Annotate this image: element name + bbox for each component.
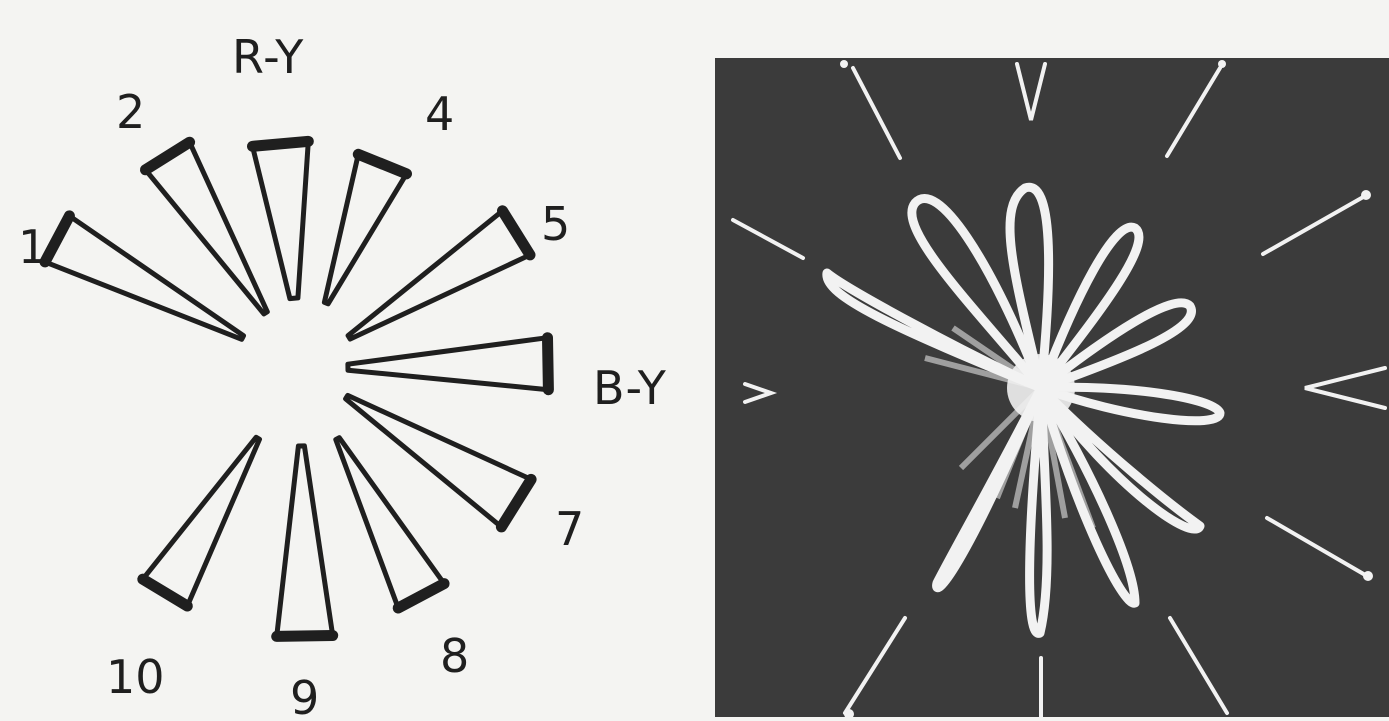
label-r-y: R-Y xyxy=(232,30,304,84)
wedge-edge-8 xyxy=(398,584,444,608)
label-number-4: 4 xyxy=(425,87,454,141)
label-number-9: 9 xyxy=(290,671,319,717)
graticule-mark xyxy=(1170,618,1227,713)
vectorscope-photo xyxy=(715,58,1389,717)
graticule-mark xyxy=(845,618,905,713)
wedge-edge-2 xyxy=(146,142,190,170)
label-number-1: 1 xyxy=(18,220,47,274)
label-number-7: 7 xyxy=(555,502,584,556)
r-y-target-mark xyxy=(1017,64,1045,120)
wedge-9 xyxy=(277,446,333,637)
label-number-2: 2 xyxy=(116,85,145,139)
b-y-target-mark-right xyxy=(1305,368,1385,408)
wedge-edge-10 xyxy=(143,579,188,606)
wedge-4 xyxy=(324,154,406,303)
graticule-mark xyxy=(1267,518,1367,576)
graticule-mark xyxy=(1167,68,1220,156)
wedge-edge-4 xyxy=(358,154,406,174)
wedge-edge-9 xyxy=(277,636,333,637)
wedge-edge-7 xyxy=(501,479,531,527)
graticule-mark xyxy=(1263,196,1365,254)
graticule-mark xyxy=(853,68,900,158)
wedge-edge-1 xyxy=(45,216,69,262)
wedge-edge-6 xyxy=(548,338,549,390)
wedge-7 xyxy=(346,395,531,527)
label-number-10: 10 xyxy=(106,650,165,704)
wedge-group xyxy=(45,141,548,636)
wedge-3 xyxy=(253,141,309,298)
b-y-target-mark xyxy=(745,384,771,402)
wedge-6 xyxy=(348,338,549,390)
wedge-1 xyxy=(45,216,244,339)
wedge-10 xyxy=(143,437,260,606)
color-bar-diagram: R-Y B-Y 1 2 4 5 7 8 9 10 xyxy=(0,0,700,717)
wedge-edge-3 xyxy=(253,141,309,146)
vectorscope-trace xyxy=(715,58,1389,717)
label-number-8: 8 xyxy=(440,629,469,683)
graticule-mark xyxy=(733,220,803,258)
label-b-y: B-Y xyxy=(593,361,667,415)
wedge-2 xyxy=(146,142,268,314)
wedge-edge-5 xyxy=(503,211,531,255)
label-number-5: 5 xyxy=(541,197,570,251)
